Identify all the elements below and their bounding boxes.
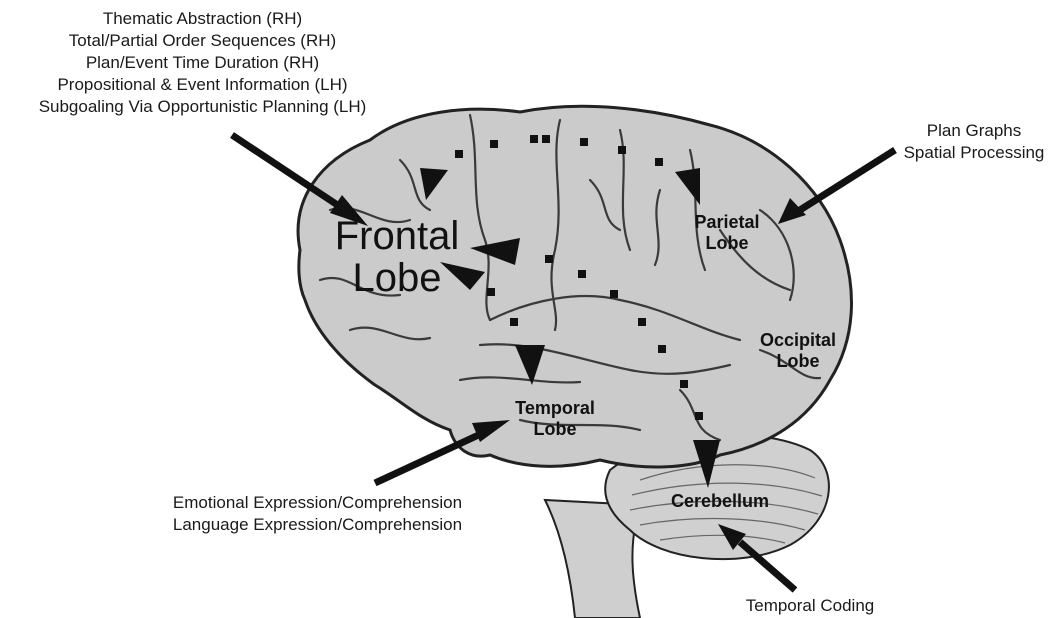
parietal-callout-line: Plan Graphs <box>890 120 1058 142</box>
frontal-callout-line: Plan/Event Time Duration (RH) <box>10 52 395 74</box>
occipital-lobe-label: Occipital Lobe <box>742 330 854 371</box>
frontal-label-line2: Lobe <box>322 257 472 299</box>
parietal-lobe-label: Parietal Lobe <box>672 212 782 253</box>
parietal-label-line1: Parietal <box>672 212 782 233</box>
occipital-label-line2: Lobe <box>742 351 854 372</box>
parietal-label-line2: Lobe <box>672 233 782 254</box>
temporal-label-line2: Lobe <box>500 419 610 440</box>
temporal-lobe-label: Temporal Lobe <box>500 398 610 439</box>
frontal-lobe-label: Frontal Lobe <box>322 215 472 299</box>
cerebellum-callout: Temporal Coding <box>730 597 890 614</box>
frontal-callout-line: Subgoaling Via Opportunistic Planning (L… <box>10 96 395 118</box>
temporal-callout-line: Emotional Expression/Comprehension <box>140 492 495 514</box>
frontal-label-line1: Frontal <box>322 215 472 257</box>
occipital-label-line1: Occipital <box>742 330 854 351</box>
cerebellum-callout-line: Temporal Coding <box>730 597 890 614</box>
temporal-callout: Emotional Expression/Comprehension Langu… <box>140 492 495 536</box>
frontal-callout-line: Total/Partial Order Sequences (RH) <box>10 30 395 52</box>
temporal-callout-line: Language Expression/Comprehension <box>140 514 495 536</box>
frontal-callout: Thematic Abstraction (RH) Total/Partial … <box>10 8 395 118</box>
parietal-callout-line: Spatial Processing <box>890 142 1058 164</box>
frontal-callout-line: Propositional & Event Information (LH) <box>10 74 395 96</box>
parietal-callout: Plan Graphs Spatial Processing <box>890 120 1058 164</box>
cerebellum-label: Cerebellum <box>650 491 790 512</box>
cerebellum-label-text: Cerebellum <box>650 491 790 512</box>
frontal-callout-line: Thematic Abstraction (RH) <box>10 8 395 30</box>
temporal-label-line1: Temporal <box>500 398 610 419</box>
